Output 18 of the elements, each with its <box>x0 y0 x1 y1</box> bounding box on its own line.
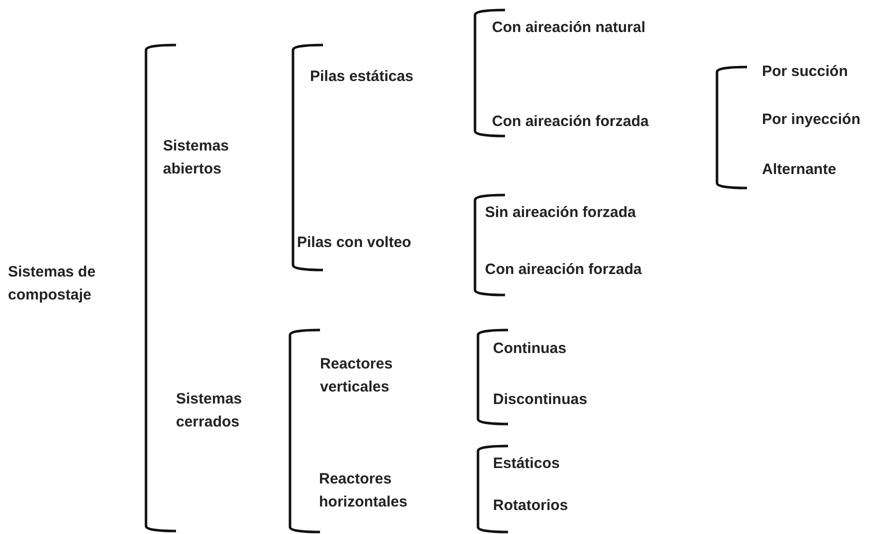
category-label: Rotatorios <box>493 494 568 518</box>
category-label: Reactores verticales <box>320 354 450 398</box>
category-label: Sin aireación forzada <box>485 202 636 224</box>
category-label: Discontinuas <box>493 388 588 412</box>
category-label: Continuas <box>493 338 566 360</box>
category-label: Reactores horizontales <box>319 468 459 514</box>
category-label: Por inyección <box>762 108 860 132</box>
category-label: Sistemas cerrados <box>176 388 276 434</box>
category-label: Pilas estáticas <box>310 66 414 88</box>
category-label: Sistemas abiertos <box>163 136 273 180</box>
category-label: Con aireación natural <box>492 16 646 40</box>
category-label: Estáticos <box>493 452 560 476</box>
category-label: Con aireación forzada <box>485 258 642 282</box>
category-label: Pilas con volteo <box>297 232 412 254</box>
category-label: Con aireación forzada <box>492 110 649 134</box>
category-label: Sistemas de compostaje <box>8 262 128 306</box>
category-label: Por succión <box>762 60 848 84</box>
category-label: Alternante <box>762 158 836 182</box>
